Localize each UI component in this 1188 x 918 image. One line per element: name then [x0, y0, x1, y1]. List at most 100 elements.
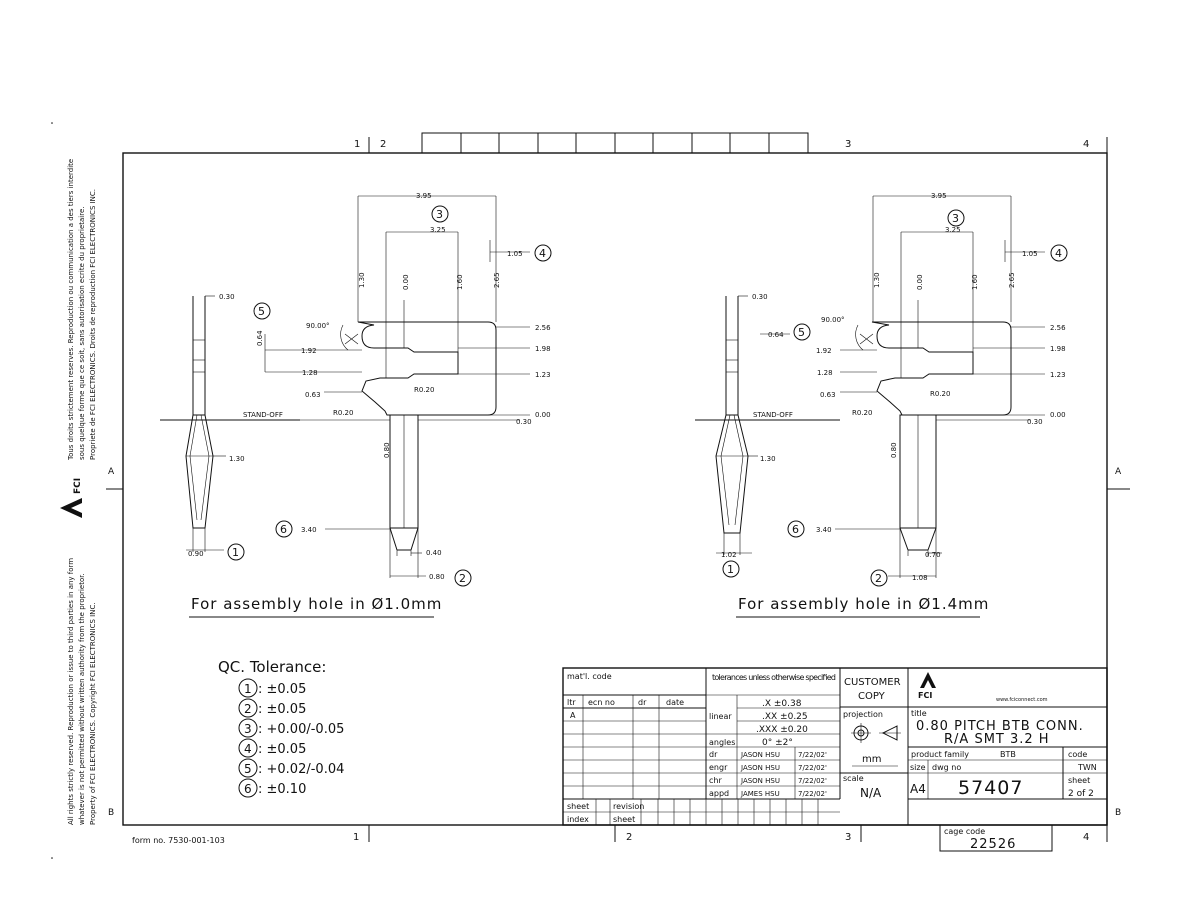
title-label: title — [911, 709, 927, 718]
v2-callout-2: 2 — [875, 572, 882, 585]
role-dr: dr — [709, 750, 718, 759]
v2-pin-height: 1.30 — [760, 455, 776, 463]
zone-bottom-2: 2 — [626, 832, 632, 843]
zone-side-a-right: A — [1115, 467, 1122, 477]
svg-text:: ±0.10: : ±0.10 — [258, 782, 306, 797]
name-dr: JASON HSU — [740, 751, 780, 759]
v1-dim-angle: 90.00° — [306, 322, 330, 330]
tolerance-row-1: 1 : ±0.05 — [238, 678, 306, 698]
svg-text:3: 3 — [244, 722, 252, 736]
v1-dim-tail-tip: 0.40 — [426, 549, 442, 557]
side-copyright-notes: Tous droits strictement reserves. Reprod… — [60, 159, 97, 825]
revision-cell: revision — [613, 802, 644, 811]
v1-callout-6: 6 — [280, 523, 287, 536]
tolerance-row-5: 5 : +0.02/-0.04 — [238, 758, 344, 778]
v2-dim-r123: 1.23 — [1050, 371, 1066, 379]
customer-copy-line-1: CUSTOMER — [844, 677, 901, 688]
v1-dim-r198: 1.98 — [535, 345, 551, 353]
svg-text:4: 4 — [244, 742, 252, 756]
v2-dim-inner-width: 3.25 — [945, 226, 961, 234]
v2-dim-tail-tip: 0.70 — [925, 551, 941, 559]
v1-dim-tail-len: 3.40 — [301, 526, 317, 534]
role-chr: chr — [709, 776, 722, 785]
svg-text:6: 6 — [244, 782, 252, 796]
cage-code-value: 22526 — [970, 837, 1016, 852]
tol-xxx: .XXX ±0.20 — [756, 725, 808, 735]
v2-dim-tail-len: 3.40 — [816, 526, 832, 534]
cage-code-label: cage code — [944, 827, 985, 836]
rev-header-date: date — [666, 698, 684, 707]
size-label: size — [910, 763, 926, 772]
pin-side-view-2 — [695, 295, 840, 555]
v2-dim-192: 1.92 — [816, 347, 832, 355]
contact-body-2 — [855, 321, 1012, 578]
role-engr: engr — [709, 763, 728, 772]
v1-rad-1: R0.20 — [414, 386, 434, 394]
name-engr: JASON HSU — [740, 764, 780, 772]
svg-text:: ±0.05: : ±0.05 — [258, 742, 306, 757]
scale-value: N/A — [860, 786, 882, 800]
code-label: code — [1068, 750, 1087, 759]
v1-dim-right-offset: 1.05 — [507, 250, 523, 258]
v2-dim-tail-w: 1.08 — [912, 574, 928, 582]
product-family-value: BTB — [1000, 750, 1016, 759]
v1-dim-r000: 0.00 — [535, 411, 551, 419]
tolerance-row-6: 6 : ±0.10 — [238, 778, 306, 798]
v2-dim-265: 2.65 — [1008, 272, 1016, 288]
v2-dim-064: 0.64 — [768, 331, 784, 339]
view-1: 0.30 1.30 0.90 1 3.95 3.2 — [160, 192, 552, 618]
dwg-no-label: dwg no — [932, 763, 961, 772]
rev-header-ltr: ltr — [567, 698, 576, 707]
rev-header-dr: dr — [638, 698, 647, 707]
v2-callout-1: 1 — [727, 563, 734, 576]
date-dr: 7/22/02' — [798, 751, 827, 759]
rev-ltr-a: A — [570, 711, 576, 720]
v1-callout-1: 1 — [232, 546, 239, 559]
contact-body-1 — [340, 321, 497, 578]
v1-dim-tail-w: 0.80 — [429, 573, 445, 581]
form-number: form no. 7530-001-103 — [132, 836, 225, 845]
sheet-label: sheet — [1068, 776, 1090, 785]
v1-standoff: STAND-OFF — [243, 411, 283, 419]
tolerance-row-4: 4 : ±0.05 — [238, 738, 306, 758]
tolerance-title: QC. Tolerance: — [218, 658, 326, 676]
french-note-line-3: Propriete de FCI ELECTRONICS. Droits de … — [89, 189, 97, 460]
index-cell: index — [567, 815, 589, 824]
v2-pin-width: 0.30 — [752, 293, 768, 301]
sheet-value: 2 of 2 — [1068, 789, 1094, 799]
v2-dim-130: 1.30 — [873, 272, 881, 288]
svg-text:2: 2 — [244, 702, 252, 716]
sheet-cell: sheet — [567, 802, 589, 811]
svg-text:: +0.02/-0.04: : +0.02/-0.04 — [258, 762, 344, 777]
v2-rad-2: R0.20 — [852, 409, 872, 417]
zone-top-3: 3 — [845, 139, 851, 150]
v1-dim-265: 2.65 — [493, 272, 501, 288]
v2-dim-063: 0.63 — [820, 391, 836, 399]
v1-callout-5: 5 — [258, 305, 265, 318]
zone-bottom-1: 1 — [353, 832, 359, 843]
code-value: TWN — [1077, 763, 1097, 772]
matl-code-label: mat'l. code — [567, 672, 612, 681]
v2-dim-angle: 90.00° — [821, 316, 845, 324]
date-engr: 7/22/02' — [798, 764, 827, 772]
people-rows: dr JASON HSU 7/22/02' engr JASON HSU 7/2… — [709, 750, 827, 798]
v1-rad-2: R0.20 — [333, 409, 353, 417]
svg-text:: +0.00/-0.05: : +0.00/-0.05 — [258, 722, 344, 737]
v1-dim-r030: 0.30 — [516, 418, 532, 426]
v1-callout-3: 3 — [436, 208, 443, 221]
qc-tolerance: QC. Tolerance: 1 : ±0.05 2 : ±0.05 3 : +… — [218, 658, 344, 798]
fci-logo: FCI — [918, 672, 936, 700]
zone-side-b-right: B — [1115, 808, 1121, 818]
v1-dim-130: 1.30 — [358, 272, 366, 288]
v1-dim-064: 0.64 — [256, 330, 264, 346]
name-chr: JASON HSU — [740, 777, 780, 785]
tolerances-header: tolerances unless otherwise specified — [712, 673, 836, 682]
rev-header-ecn: ecn no — [588, 698, 615, 707]
english-note-line-2: whatever is not permitted without writte… — [78, 573, 86, 825]
v2-dim-r256: 2.56 — [1050, 324, 1066, 332]
drawing-frame: 1 2 3 4 1 2 3 4 A A B B form no. 7530-00… — [51, 122, 1130, 859]
v2-pin-bottom: 1.02 — [721, 551, 737, 559]
title-block: mat'l. code ltr ecn no dr date A sheet r… — [562, 667, 1108, 852]
date-appd: 7/22/02' — [798, 790, 827, 798]
